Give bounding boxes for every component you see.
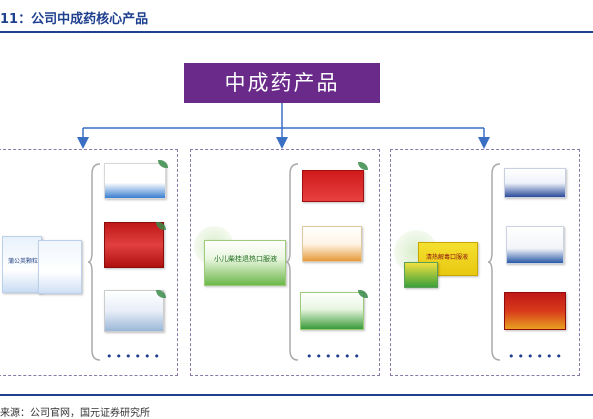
leaf-icon xyxy=(358,290,368,298)
product-box-3-2 xyxy=(506,226,564,264)
product-box-featured-1a xyxy=(2,236,42,293)
product-box-2-2 xyxy=(302,226,362,262)
product-box-featured-2 xyxy=(204,240,286,286)
product-box-2-1 xyxy=(302,170,364,202)
figure-title: 11：公司中成药核心产品 xyxy=(0,12,149,27)
product-box-1-2 xyxy=(104,222,164,268)
product-box-3-1 xyxy=(504,168,566,198)
product-box-1-1 xyxy=(104,163,166,199)
product-box-3-3 xyxy=(504,292,566,330)
product-label-3: 清热解毒口服液 xyxy=(426,254,469,261)
product-label-1: 蒲公英颗粒 xyxy=(8,258,39,265)
top-rule xyxy=(0,31,593,33)
product-box-featured-1b xyxy=(38,240,82,294)
bottom-rule xyxy=(0,394,593,396)
leaf-icon xyxy=(156,222,166,230)
more-products-indicator: •••••• xyxy=(508,350,565,363)
product-box-1-3 xyxy=(104,290,164,332)
more-products-indicator: •••••• xyxy=(306,350,363,363)
leaf-icon xyxy=(156,290,166,298)
source-note: 来源：公司官网，国元证券研究所 xyxy=(0,408,150,419)
more-products-indicator: •••••• xyxy=(106,350,163,363)
group-1-brace xyxy=(88,163,101,361)
leaf-icon xyxy=(158,160,168,168)
product-box-2-3 xyxy=(300,292,364,330)
group-2-brace xyxy=(286,163,299,361)
group-3-brace xyxy=(488,163,501,361)
leaf-icon xyxy=(358,162,368,170)
product-box-featured-3b xyxy=(404,262,438,288)
root-node: 中成药产品 xyxy=(184,63,380,103)
product-label-2: 小儿柴桂退热口服液 xyxy=(214,255,277,263)
